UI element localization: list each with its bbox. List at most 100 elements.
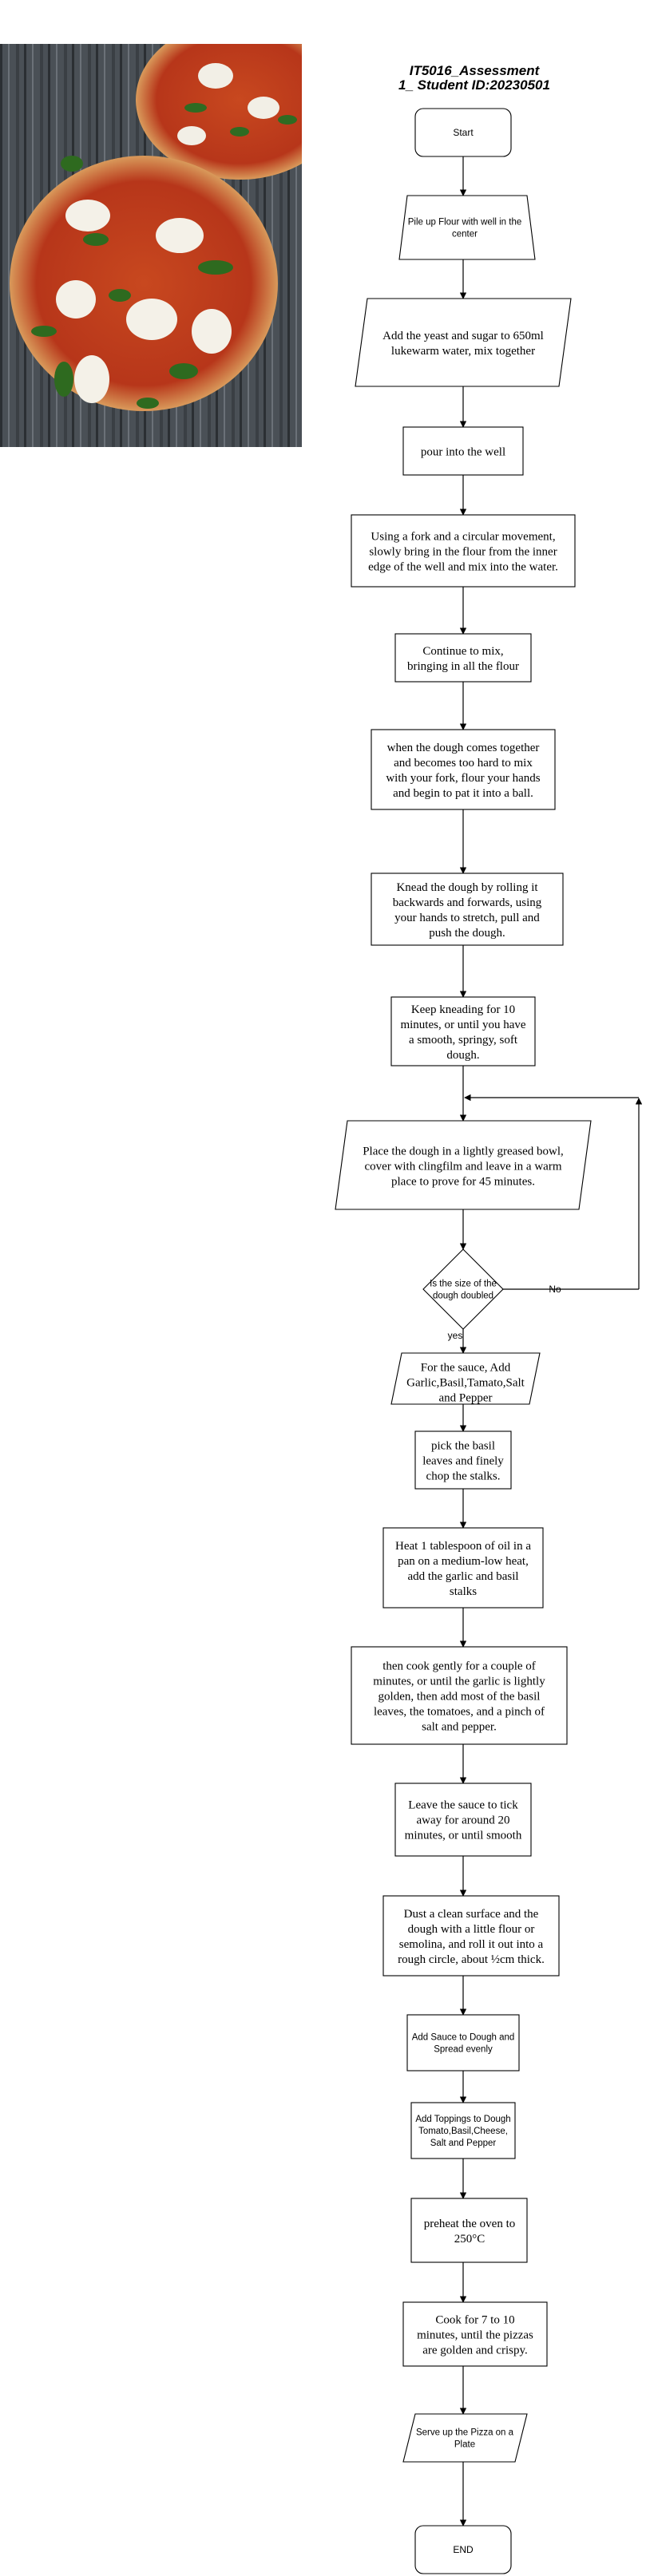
diagram-title-line2: 1_ Student ID:20230501 — [398, 77, 550, 93]
node-text-line: center — [452, 230, 478, 239]
node-text-line: edge of the well and mix into the water. — [368, 560, 558, 573]
node-text-line: rough circle, about ½cm thick. — [398, 1953, 545, 1966]
fork-circular-box — [351, 514, 576, 588]
knead-text: Knead the dough by rolling it backwards a… — [393, 881, 542, 940]
add-sauce-box — [406, 2014, 520, 2071]
node-text-line: END — [453, 2544, 474, 2555]
leave-sauce-box — [394, 1783, 532, 1857]
start-text: Start — [453, 127, 474, 138]
node-text-line: dough with a little flour or — [408, 1923, 535, 1936]
node-text-line: Add Sauce to Dough and — [412, 2033, 515, 2043]
node-text-line: minutes, or until you have — [400, 1019, 525, 1031]
node-text-line: are golden and crispy. — [422, 2344, 527, 2356]
cook-gently-box — [351, 1646, 568, 1745]
node-text-line: pan on a medium-low heat, — [398, 1555, 529, 1568]
node-text-line: Heat 1 tablespoon of oil in a — [395, 1540, 531, 1553]
diagram-title-line1: IT5016_Assessment — [410, 63, 541, 78]
basil-box — [414, 1430, 512, 1490]
node-text-line: Knead the dough by rolling it — [396, 881, 538, 894]
node-text-line: For the sauce, Add — [421, 1361, 511, 1374]
node-text-line: semolina, and roll it out into a — [399, 1938, 544, 1951]
cook-box — [402, 2301, 548, 2367]
node-text-line: when the dough comes together — [387, 742, 540, 754]
dust-text: Dust a clean surface and the dough with a… — [398, 1908, 545, 1966]
node-text-line: lukewarm water, mix together — [391, 345, 535, 358]
node-text-line: Place the dough in a lightly greased bow… — [363, 1145, 564, 1157]
pour-well-box — [402, 426, 524, 476]
start-terminator — [414, 108, 512, 157]
pizza-photo — [0, 44, 302, 447]
basil-text: pick the basil leaves and finely chop the … — [422, 1439, 504, 1482]
node-text-line: Add Toppings to Dough — [415, 2115, 510, 2124]
node-text-line: preheat the oven to — [424, 2218, 516, 2230]
node-text-line: Plate — [454, 2440, 475, 2450]
node-text-line: dough. — [446, 1049, 479, 1062]
node-text-line: leaves and finely — [422, 1454, 504, 1467]
node-text-line: with your fork, flour your hands — [386, 772, 540, 785]
knead-box — [371, 873, 564, 946]
node-text-line: leaves, the tomatoes, and a pinch of — [374, 1705, 545, 1718]
node-text-line: stalks — [450, 1585, 477, 1598]
node-text-line: Leave the sauce to tick — [408, 1798, 518, 1811]
node-text-line: Garlic,Basil,Tamato,Salt — [406, 1376, 525, 1389]
pile-flour-io — [398, 195, 536, 260]
node-text-line: 250°C — [454, 2233, 485, 2246]
add-yeast-io — [355, 298, 572, 387]
node-text-line: away for around 20 — [416, 1814, 509, 1826]
node-text-line: Using a fork and a circular movement, — [371, 530, 555, 543]
toppings-box — [410, 2102, 516, 2159]
node-text-line: Continue to mix, — [422, 645, 503, 658]
node-text-line: minutes, until the pizzas — [417, 2329, 533, 2341]
node-text-line: cover with clingfilm and leave in a warm — [365, 1160, 562, 1173]
end-terminator — [414, 2525, 512, 2574]
node-text-line: add the garlic and basil — [407, 1570, 518, 1583]
node-text-line: a smooth, springy, soft — [409, 1034, 518, 1047]
node-text-line: place to prove for 45 minutes. — [391, 1175, 535, 1188]
node-text-line: bringing in all the flour — [407, 660, 519, 673]
keep-kneading-text: Keep kneading for 10 minutes, or until yo… — [400, 1003, 525, 1062]
node-text-line: salt and pepper. — [422, 1720, 497, 1733]
node-text-line: minutes, or until smooth — [405, 1829, 522, 1842]
node-text-line: backwards and forwards, using — [393, 896, 542, 909]
node-text-line: Cook for 7 to 10 — [435, 2313, 514, 2326]
node-text-line: Keep kneading for 10 — [411, 1003, 515, 1016]
pile-flour-text: Pile up Flour with well in the center — [408, 218, 522, 239]
node-text-line: Tomato,Basil,Cheese, — [418, 2127, 508, 2136]
cook-gently-text: then cook gently for a couple of minutes,… — [373, 1660, 545, 1733]
continue-mix-text: Continue to mix, bringing in all the flou… — [407, 645, 519, 673]
dust-box — [382, 1895, 560, 1977]
node-text-line: your hands to stretch, pull and — [394, 912, 540, 924]
continue-mix-box — [394, 633, 532, 683]
node-text-line: and becomes too hard to mix — [394, 757, 533, 770]
node-text-line: then cook gently for a couple of — [382, 1660, 536, 1672]
node-text-line: golden, then add most of the basil — [378, 1690, 541, 1703]
node-text-line: Serve up the Pizza on a — [416, 2428, 514, 2438]
leave-sauce-text: Leave the sauce to tick away for around 2… — [405, 1798, 522, 1842]
preheat-box — [410, 2198, 528, 2263]
add-yeast-text: Add the yeast and sugar to 650ml lukewarm… — [382, 330, 544, 358]
node-text-line: chop the stalks. — [426, 1470, 501, 1482]
node-text-line: pick the basil — [431, 1439, 495, 1452]
heat-oil-box — [382, 1527, 544, 1609]
pour-well-text: pour into the well — [421, 445, 505, 458]
fork-circular-text: Using a fork and a circular movement,slo… — [368, 530, 558, 573]
keep-kneading-box — [390, 996, 536, 1066]
node-text-line: Dust a clean surface and the — [404, 1908, 539, 1921]
decision-diamond — [422, 1248, 504, 1330]
dough-together-text: when the dough comes together and becomes… — [386, 742, 540, 800]
serve-io — [402, 2413, 528, 2463]
node-text-line: Add the yeast and sugar to 650ml — [382, 330, 544, 342]
node-text-line: Pile up Flour with well in the — [408, 218, 522, 228]
node-text-line: Salt and Pepper — [430, 2139, 497, 2148]
node-text-line: and Pepper — [438, 1391, 492, 1404]
yes-label: yes — [448, 1330, 463, 1341]
cook-text: Cook for 7 to 10 minutes, until the pizza… — [417, 2313, 533, 2356]
serve-text: Serve up the Pizza on a Plate — [416, 2428, 514, 2450]
node-text-line: minutes, or until the garlic is lightly — [373, 1675, 545, 1688]
sauce-io — [390, 1352, 541, 1405]
